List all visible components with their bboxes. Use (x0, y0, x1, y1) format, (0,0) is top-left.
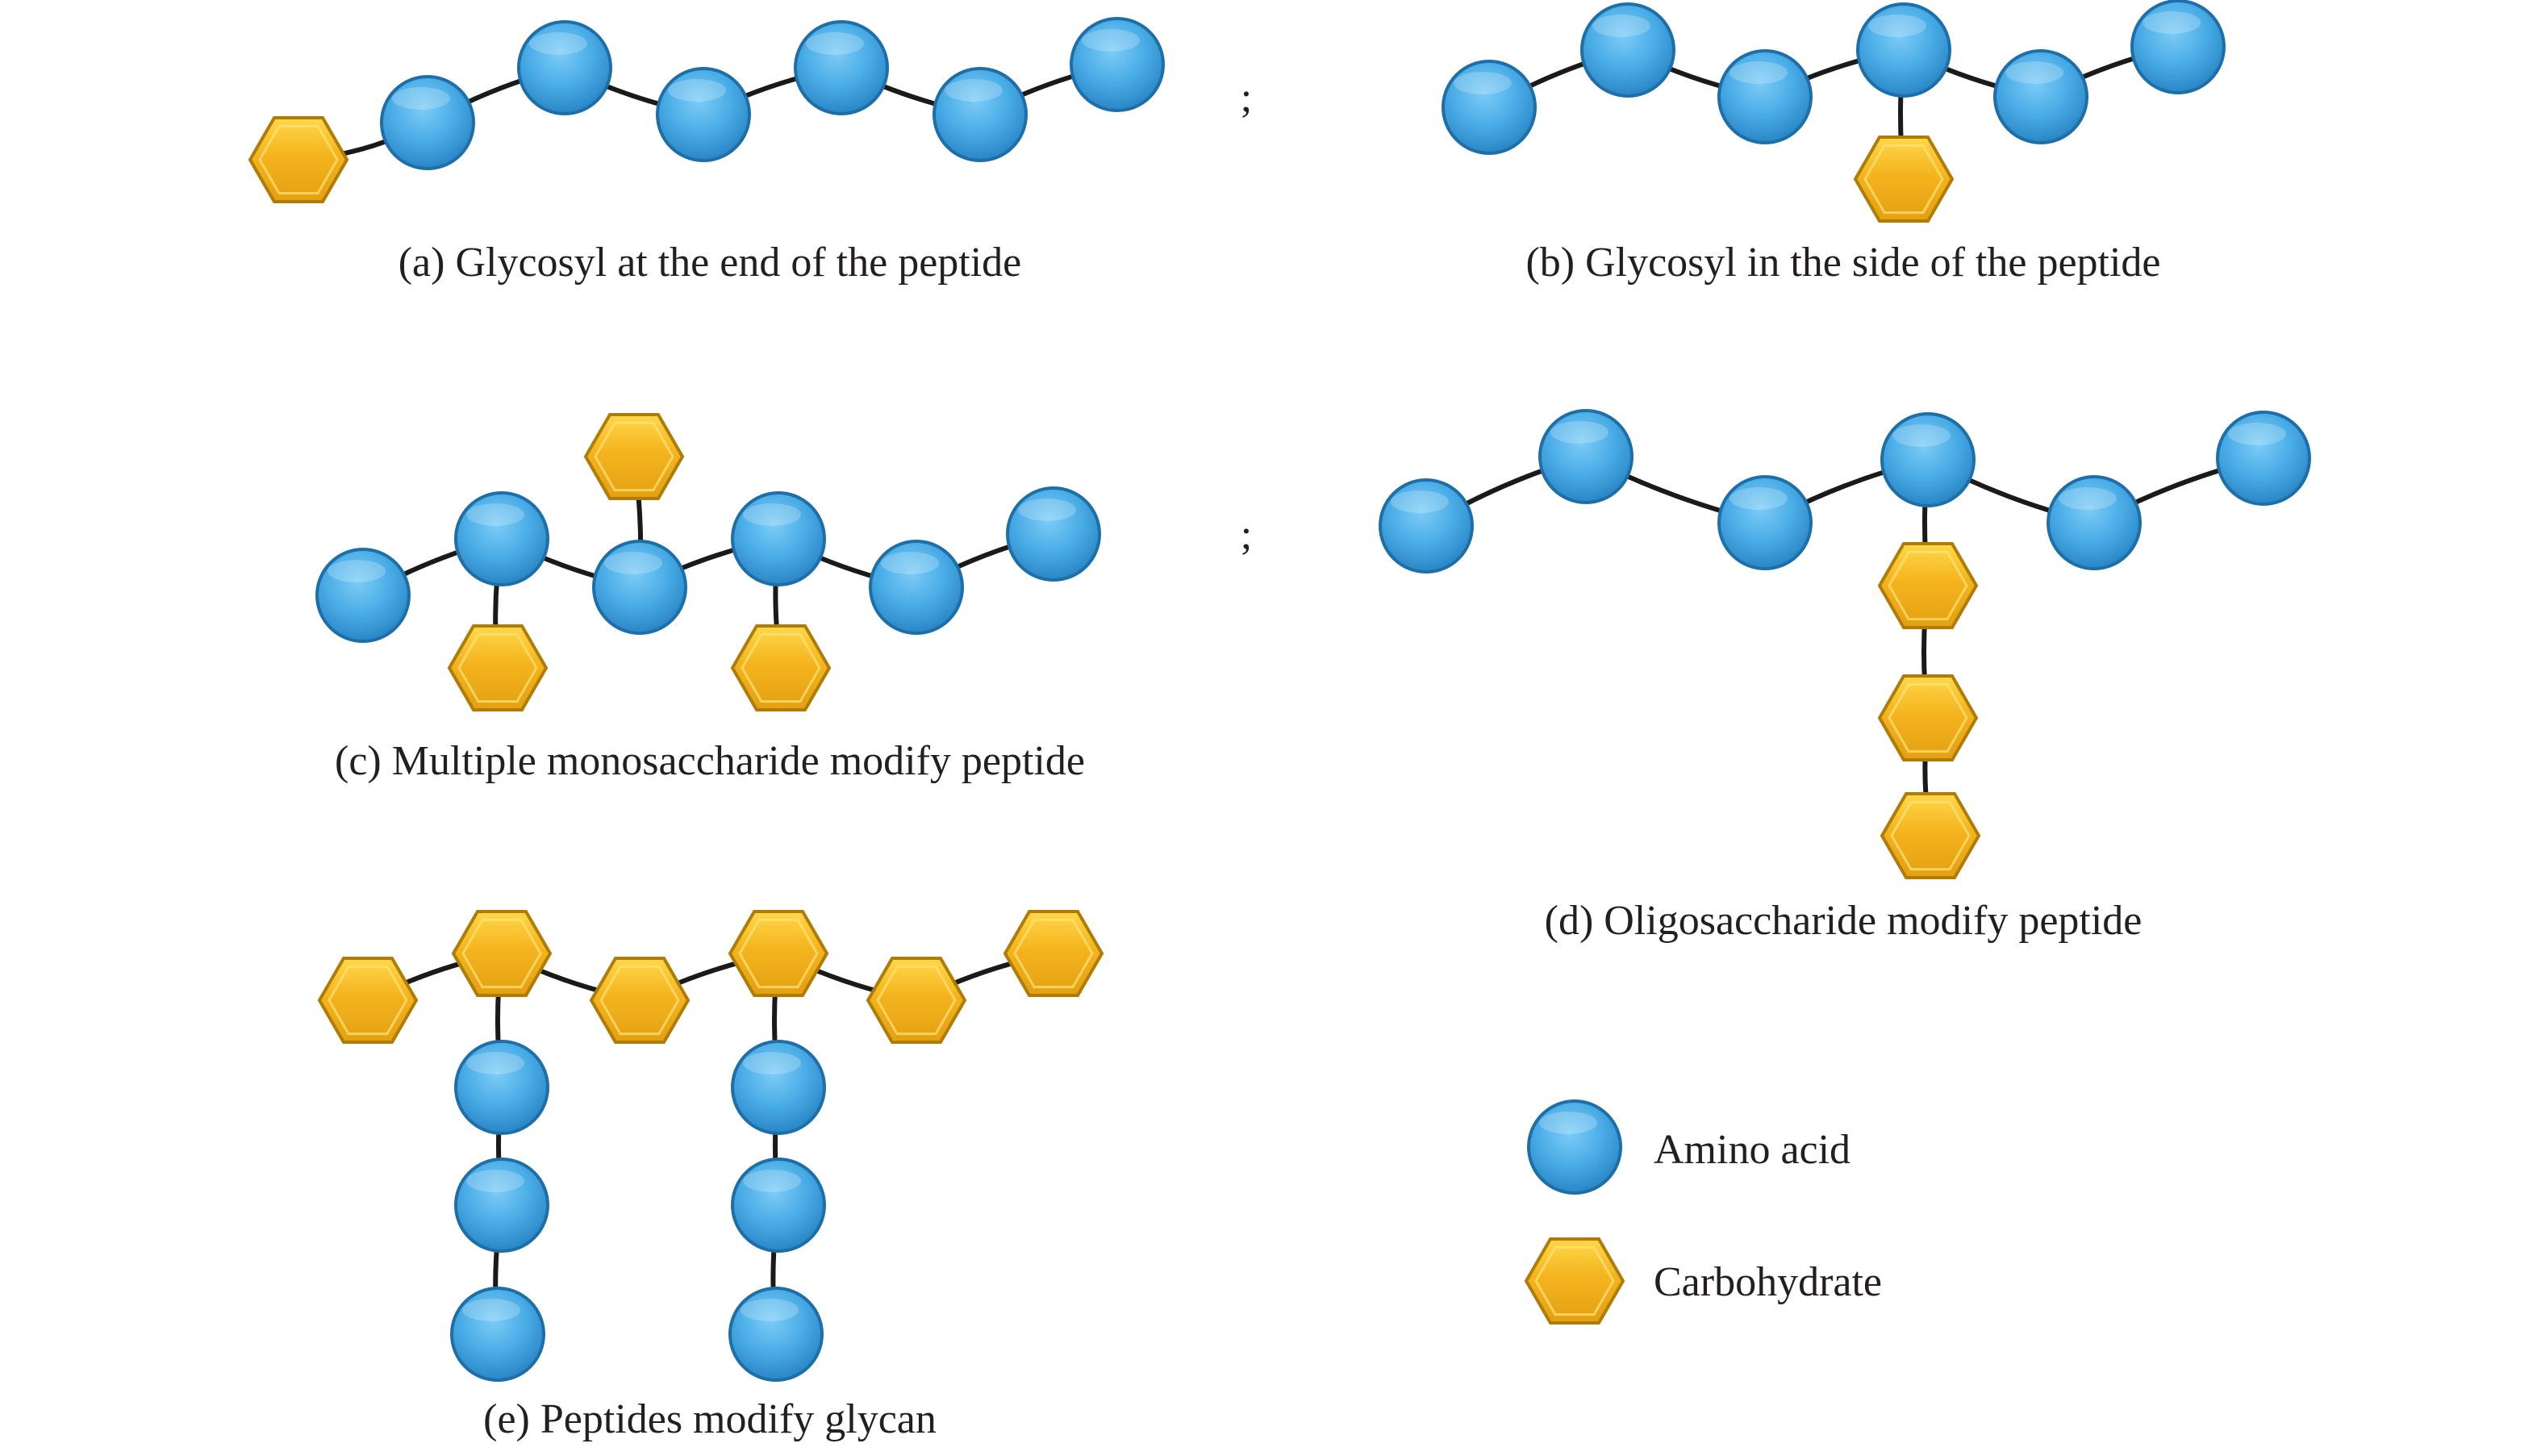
panel-c-amino-acid (592, 540, 687, 635)
panel-e-amino-acid (454, 1158, 549, 1253)
caption-d: (d) Oligosaccharide modify peptide (1545, 898, 2143, 944)
panel-b-amino-acid (1442, 60, 1537, 155)
panel-d-amino-acid (1880, 412, 1976, 507)
panel-c-amino-acid (731, 491, 826, 586)
legend-amino-acid-circle (1527, 1099, 1622, 1195)
panel-b-amino-acid (1856, 2, 1951, 98)
panel-e-carbohydrate (728, 910, 829, 997)
legend-carbohydrate-hexagon (1524, 1237, 1625, 1325)
legend-amino-acid-icon (1527, 1099, 1622, 1195)
node-layer (248, 0, 2311, 1382)
legend-carbohydrate-label: Carbohydrate (1654, 1259, 1882, 1305)
panel-b-amino-acid (1993, 49, 2088, 144)
caption-c: (c) Multiple monosaccharide modify pepti… (335, 738, 1085, 784)
separator-1: ; (1241, 75, 1252, 121)
panel-d-carbohydrate (1880, 792, 1981, 879)
panel-e-amino-acid (728, 1287, 824, 1382)
panel-a-amino-acid (656, 67, 751, 162)
panel-d-amino-acid (1717, 475, 1813, 570)
panel-b-amino-acid (1717, 49, 1813, 144)
panel-a-amino-acid (1070, 17, 1165, 112)
panel-a-amino-acid (380, 75, 475, 170)
legend: Amino acid Carbohydrate (1524, 1099, 1882, 1325)
panel-c-amino-acid (315, 548, 411, 643)
legend-carbohydrate-icon (1524, 1237, 1625, 1325)
separator-2: ; (1241, 512, 1252, 558)
panel-b-amino-acid (2130, 0, 2226, 94)
panel-d-carbohydrate (1877, 674, 1979, 761)
panel-a-carbohydrate (248, 116, 349, 203)
panel-d-amino-acid (2216, 411, 2311, 506)
panel-e-carbohydrate (317, 957, 419, 1044)
panel-e-carbohydrate (1003, 910, 1104, 997)
caption-a: (a) Glycosyl at the end of the peptide (398, 240, 1022, 286)
legend-amino-acid-label: Amino acid (1654, 1127, 1850, 1173)
panel-b-amino-acid (1580, 2, 1675, 98)
panel-b-carbohydrate (1853, 136, 1955, 223)
panel-a-amino-acid (517, 20, 612, 115)
panel-d-carbohydrate (1877, 542, 1979, 629)
panel-e-amino-acid (454, 1040, 549, 1135)
panel-c-amino-acid (1006, 486, 1101, 582)
panel-e-amino-acid (731, 1040, 826, 1135)
panel-e-carbohydrate (589, 957, 691, 1044)
panel-c-carbohydrate (447, 624, 549, 711)
caption-e: (e) Peptides modify glycan (483, 1396, 937, 1442)
caption-b: (b) Glycosyl in the side of the peptide (1525, 240, 2160, 286)
panel-c-amino-acid (869, 540, 964, 635)
panel-c-carbohydrate (730, 624, 832, 711)
panel-a-amino-acid (933, 67, 1028, 162)
panel-c-amino-acid (454, 491, 549, 586)
panel-e-amino-acid (731, 1158, 826, 1253)
panel-d-amino-acid (1538, 409, 1634, 504)
panel-e-amino-acid (450, 1287, 545, 1382)
panel-d-amino-acid (1379, 478, 1474, 574)
panel-a-amino-acid (794, 20, 889, 115)
panel-e-carbohydrate (451, 910, 553, 997)
panel-c-carbohydrate (583, 413, 685, 500)
panel-e-carbohydrate (866, 957, 967, 1044)
panel-d-amino-acid (2047, 475, 2142, 570)
